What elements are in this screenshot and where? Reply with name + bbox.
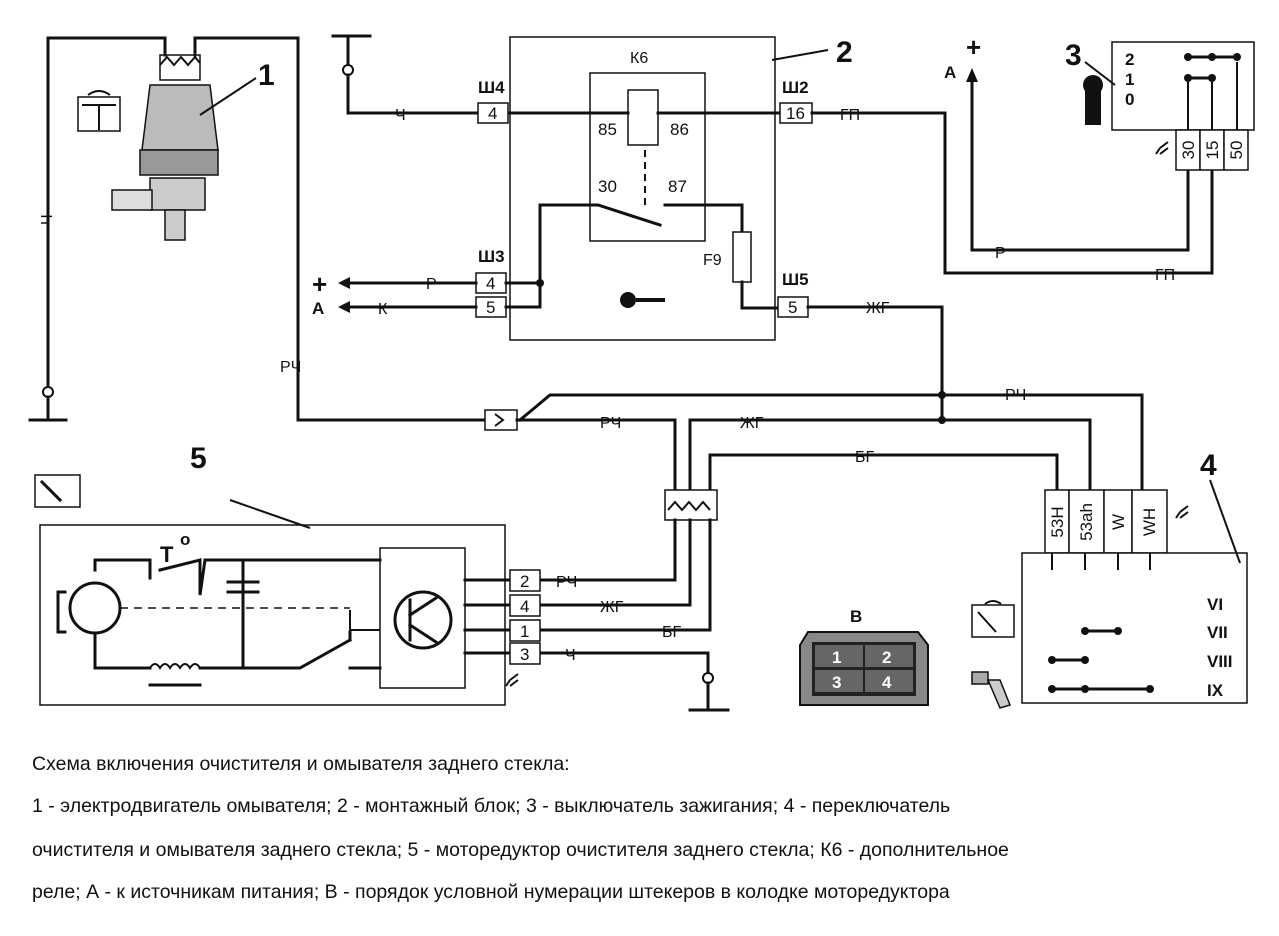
ignition-key-icon: [1083, 75, 1103, 125]
sw-pos-viii: VIII: [1207, 652, 1233, 671]
wire-label-gp-right: ГП: [1155, 267, 1175, 284]
connector-sh5: Ш5: [782, 270, 809, 289]
connector-sh3: Ш3: [478, 247, 505, 266]
motor-pin-1: 1: [520, 622, 529, 641]
label-a-left: А: [312, 299, 324, 318]
ign-pin-15: 15: [1203, 141, 1222, 160]
wiper-motor-reducer: T o: [39, 499, 506, 706]
label-1: 1: [258, 59, 275, 92]
wire-label-rch-motor: РЧ: [556, 574, 577, 591]
caption-line-2: очистителя и омывателя заднего стекла; 5…: [32, 839, 1009, 861]
plus-sign: +: [312, 269, 327, 299]
wire-label-ch-left: Ч: [39, 214, 56, 225]
connector-sh4: Ш4: [478, 78, 505, 97]
sh5-pin: 5: [788, 298, 797, 317]
relay-terminal-87: 87: [668, 177, 687, 196]
sh2-pin: 16: [786, 104, 805, 123]
sw-pos-ix: IX: [1207, 681, 1224, 700]
wiper-symbol-icon: [34, 474, 81, 508]
ignition-switch: 2 1 0 30 15 50: [1111, 41, 1255, 171]
wire-label-zhg-sh5: ЖГ: [866, 300, 890, 317]
sw-pin-53h: 53H: [1048, 506, 1067, 537]
key-icon: [620, 292, 665, 308]
plug-b-1: 1: [832, 648, 841, 667]
ground-top-icon: [331, 34, 372, 76]
plug-b-2: 2: [882, 648, 891, 667]
ign-pos-0: 0: [1125, 90, 1134, 109]
thermal-t: T: [160, 542, 174, 567]
relay-terminal-85: 85: [598, 120, 617, 139]
mounting-block: К6 85 86 30 87 F9: [504, 36, 829, 341]
label-b: В: [850, 607, 862, 626]
pedal-icon: [971, 671, 1012, 709]
wire-label-rch-left: РЧ: [280, 359, 301, 376]
sw-pin-53ah: 53ah: [1077, 503, 1096, 541]
ign-pin-30: 30: [1179, 141, 1198, 160]
plug-b-3: 3: [832, 673, 841, 692]
triple-connector: [664, 489, 718, 521]
wire-label-bg-motor: БГ: [662, 624, 682, 641]
plug-b: В 1 2 3 4: [799, 607, 929, 706]
label-a-right: А: [944, 63, 956, 82]
sw-pos-vii: VII: [1207, 623, 1228, 642]
washer-symbol-icon: [77, 90, 121, 132]
plug-b-4: 4: [882, 673, 892, 692]
wire-label-gp-top: ГП: [840, 107, 860, 124]
connector-sh2: Ш2: [782, 78, 809, 97]
wire-label-rch-bus: РЧ: [1005, 387, 1026, 404]
wire-label-r-sh3: Р: [426, 276, 437, 293]
sw-pin-wh: WH: [1140, 508, 1159, 536]
motor-pin-3: 3: [520, 645, 529, 664]
wire-label-ch-top: Ч: [395, 107, 406, 124]
ground-left-icon: [28, 386, 68, 422]
thermal-o: o: [180, 530, 190, 549]
ign-pos-1: 1: [1125, 70, 1134, 89]
label-5: 5: [190, 442, 207, 475]
relay-label: К6: [630, 50, 648, 67]
fuse-label: F9: [703, 252, 722, 269]
sh4-pin: 4: [488, 104, 497, 123]
wiring-diagram: 1 Ч РЧ Ч К6 85 86 30 87 F9: [28, 32, 1255, 712]
plus-sign-right: +: [966, 32, 981, 62]
caption-title: Схема включения очистителя и омывателя з…: [32, 753, 570, 775]
wiper-washer-symbol-icon: [971, 600, 1015, 638]
relay-terminal-86: 86: [670, 120, 689, 139]
label-3: 3: [1065, 39, 1082, 72]
caption-line-3: реле; А - к источникам питания; В - поря…: [32, 881, 950, 903]
relay-terminal-30: 30: [598, 177, 617, 196]
ground-motor-icon: [688, 672, 730, 712]
ign-pin-50: 50: [1227, 141, 1246, 160]
sh3-pin-b: 5: [486, 298, 495, 317]
sw-pos-vi: VI: [1207, 595, 1223, 614]
wire-label-zhg-motor: ЖГ: [600, 599, 624, 616]
sw-pin-w: W: [1109, 514, 1128, 530]
washer-pump: [111, 54, 219, 241]
motor-pin-4: 4: [520, 597, 529, 616]
sh3-pin-a: 4: [486, 274, 495, 293]
inline-connector: [484, 409, 518, 431]
label-2: 2: [836, 36, 853, 69]
wire-label-rch-mid: РЧ: [600, 415, 621, 432]
label-4: 4: [1200, 449, 1217, 482]
wire-label-k: К: [378, 301, 388, 318]
motor-pin-2: 2: [520, 572, 529, 591]
wire-label-r-right: Р: [995, 245, 1006, 262]
wire-label-zhg-mid: ЖГ: [740, 415, 764, 432]
ign-pos-2: 2: [1125, 50, 1134, 69]
caption-line-1: 1 - электродвигатель омывателя; 2 - монт…: [32, 795, 951, 817]
wire-label-ch-motor: Ч: [565, 647, 576, 664]
wire-label-bg: БГ: [855, 449, 875, 466]
motor-pin-block: 2 4 1 3: [463, 569, 541, 687]
wiper-switch: 53H 53ah W WH VI VII VIII IX: [1021, 489, 1248, 704]
